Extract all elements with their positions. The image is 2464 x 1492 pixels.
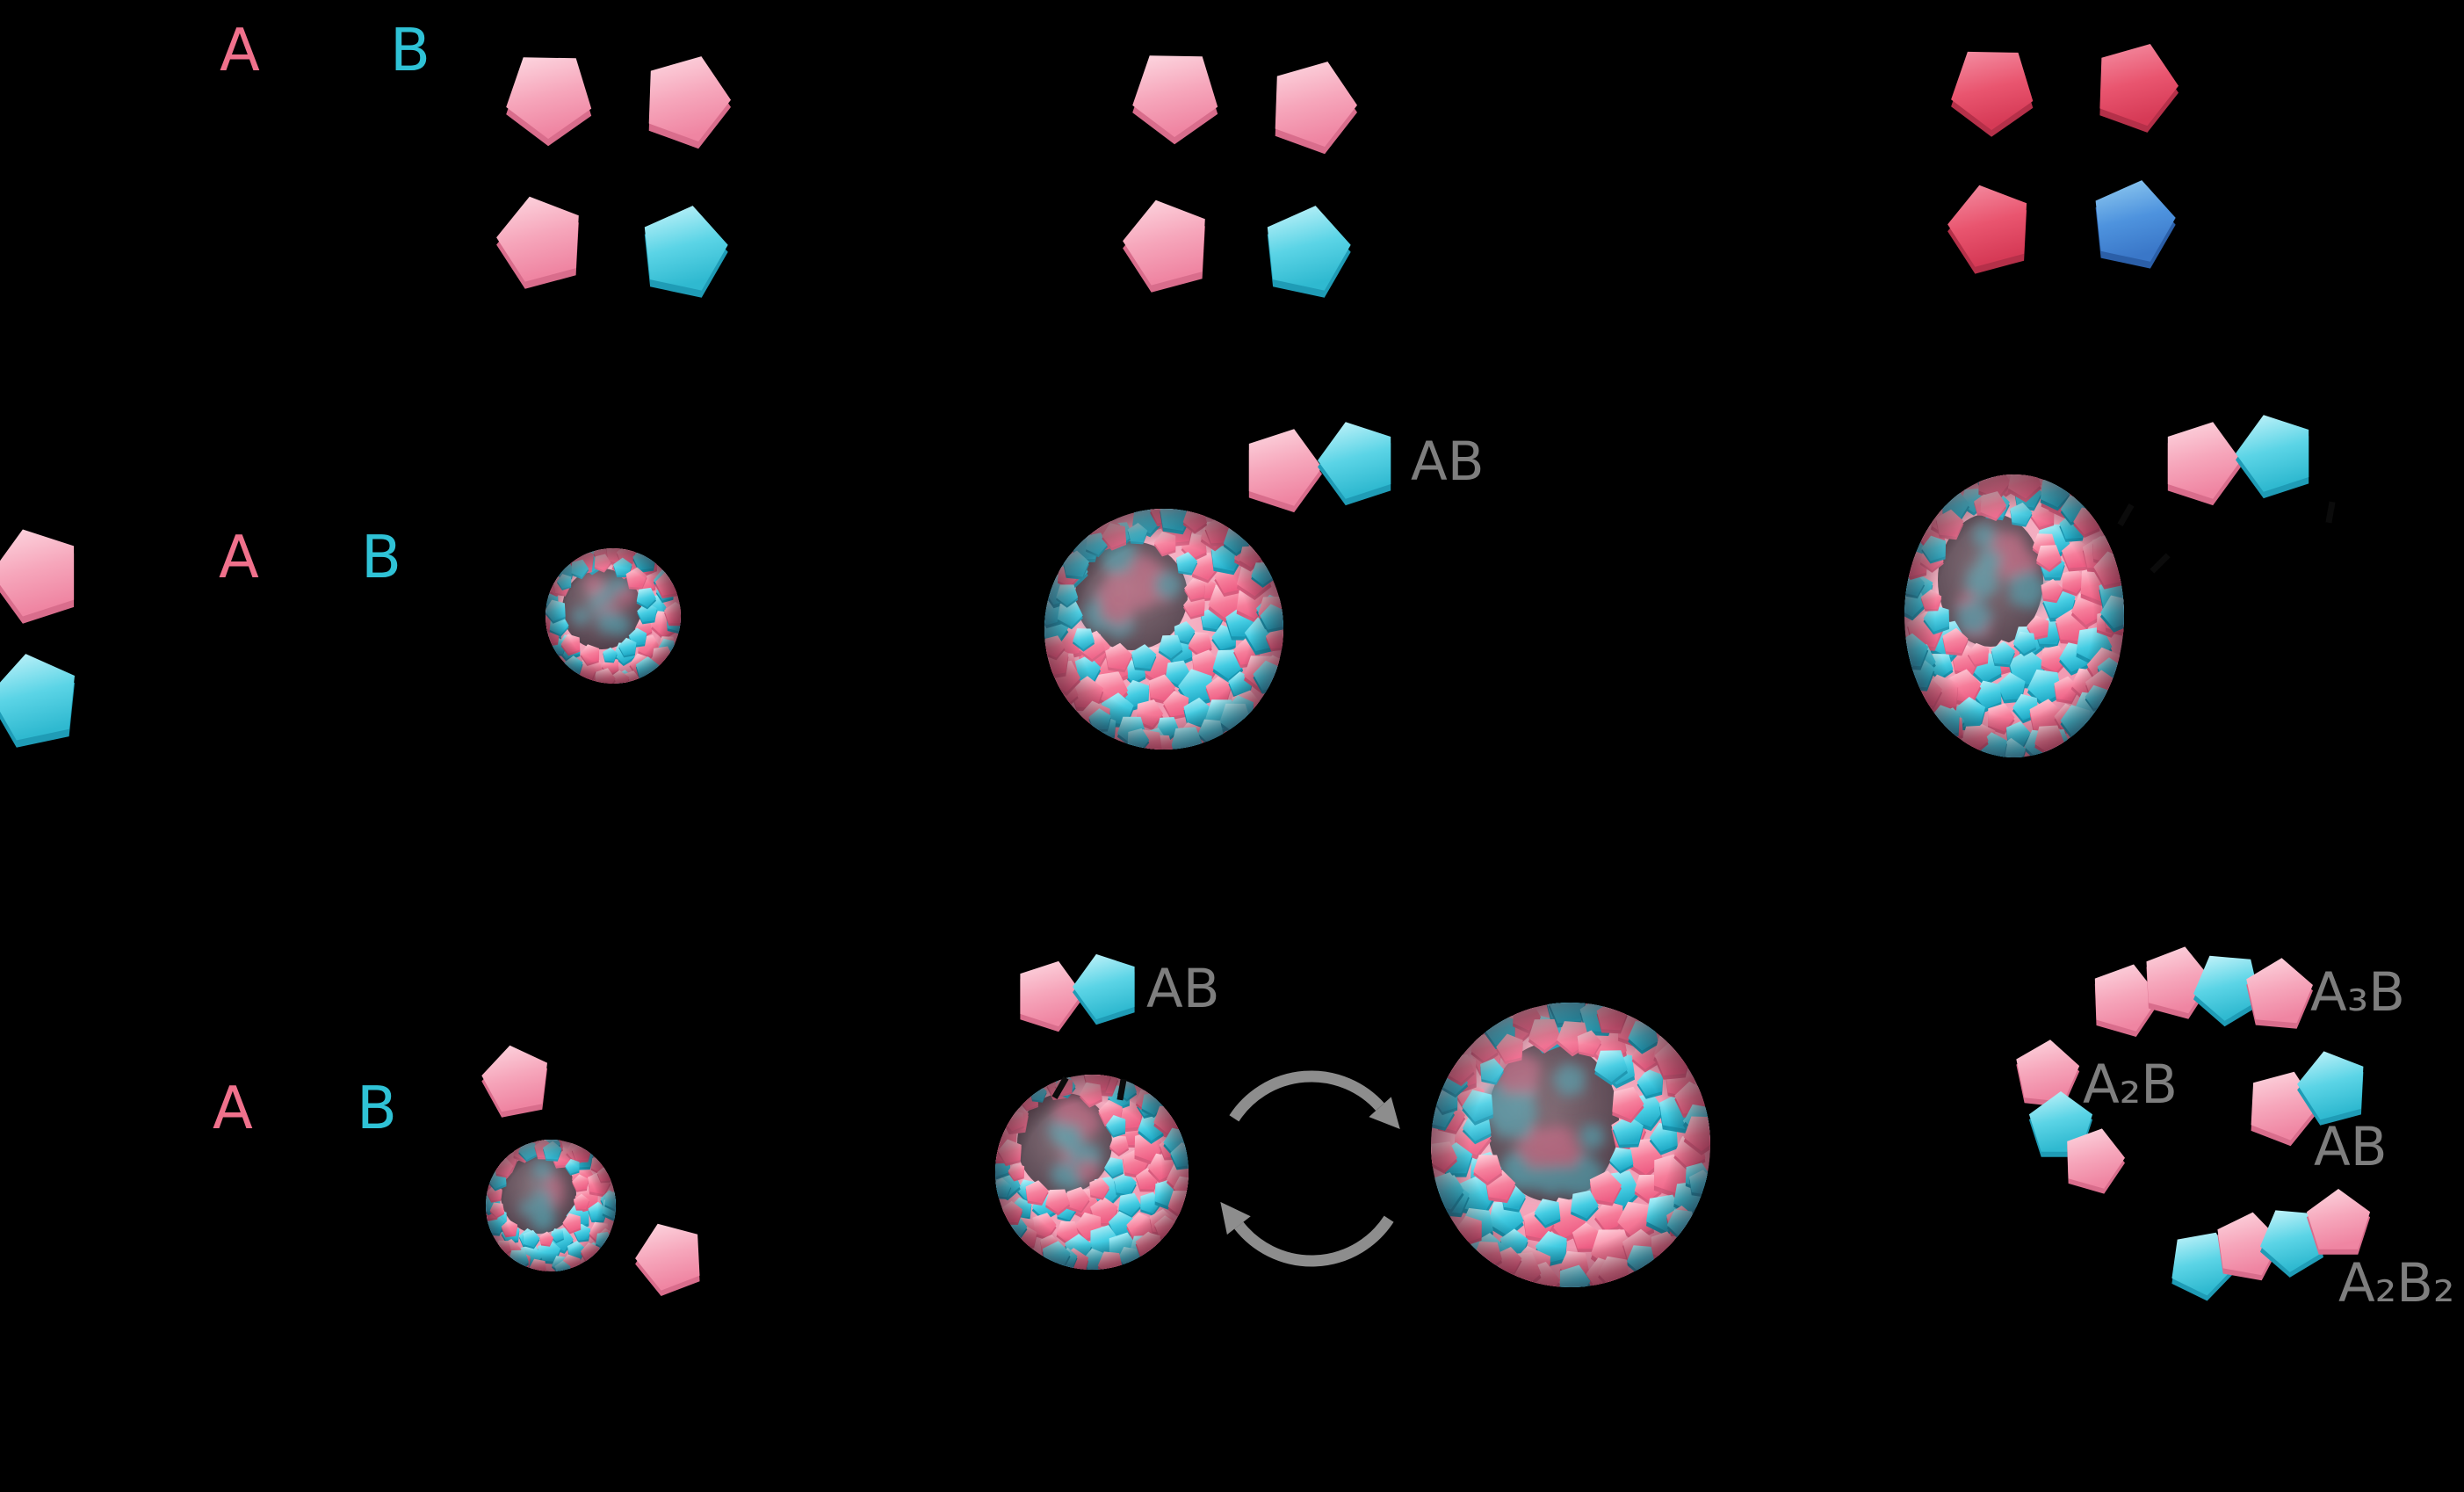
attachment-dashes-row3: [1051, 1076, 1127, 1101]
pentagon-a-icon: [635, 1223, 700, 1296]
shell-row2-medium: [1044, 509, 1283, 750]
shell-row2-large: [1904, 474, 2124, 757]
label-ab-row3: AB: [1146, 958, 1220, 1020]
monomer-pentagons-row3-left: [481, 1045, 700, 1296]
pentagon-a-icon: [506, 57, 592, 147]
monomer-group-row1-middle: [1123, 55, 1357, 298]
shell-row2-small: [546, 548, 681, 684]
pentagon-a-icon: [2099, 44, 2179, 133]
dimer-ab-row2: [1248, 422, 1391, 513]
pentagon-a-icon: [496, 196, 579, 289]
label-b-row3: B: [357, 1074, 397, 1142]
pentagon-a-icon: [1951, 51, 2034, 137]
label-ab-row2: AB: [1411, 431, 1485, 493]
equilibrium-arrows-icon: [1220, 1070, 1400, 1267]
oligomer-a3b: [2094, 946, 2313, 1037]
pentagon-b-icon: [1073, 953, 1135, 1025]
pentagon-a-icon: [2217, 1212, 2280, 1281]
pentagon-b-icon: [2297, 1051, 2364, 1126]
pentagon-a-icon: [2067, 1128, 2125, 1194]
pentagon-a-icon: [2306, 1189, 2371, 1255]
monomer-pair-row2-left: [0, 529, 75, 748]
label-a-row2: A: [219, 523, 259, 591]
label-ab-bottom-right: AB: [2314, 1116, 2388, 1178]
monomer-group-row1-left: [496, 56, 731, 298]
pentagon-a-icon: [1123, 199, 1205, 293]
shell-row3-center-small: [995, 1075, 1189, 1270]
oligomer-a2b2: [2171, 1189, 2371, 1301]
dimer-ab-row3: [1020, 953, 1135, 1032]
monomer-group-row1-right: [1947, 44, 2179, 274]
pentagon-a-icon: [481, 1045, 547, 1118]
pentagon-b-icon: [1267, 206, 1351, 298]
shell-row3-left-small: [486, 1140, 616, 1271]
pentagon-a-icon: [1020, 960, 1082, 1032]
label-a2b2: A₂B₂: [2338, 1252, 2455, 1315]
label-a3b: A₃B: [2310, 961, 2406, 1024]
pentagon-a-icon: [2246, 958, 2313, 1029]
label-b-row1: B: [390, 16, 430, 84]
oligomer-a2b: [2016, 1039, 2125, 1194]
pentagon-a-icon: [1947, 185, 2027, 274]
pentagon-a-icon: [1275, 62, 1357, 155]
pentagon-b-icon: [1318, 422, 1391, 506]
label-a-row3: A: [213, 1074, 253, 1142]
label-a2b: A₂B: [2083, 1054, 2179, 1116]
dimer-ab-row2-right: [2167, 415, 2309, 506]
pentagon-b-icon: [644, 206, 728, 298]
pentagon-a-icon: [1248, 429, 1322, 513]
label-a-row1: A: [220, 16, 260, 84]
label-b-row2: B: [361, 523, 401, 591]
pentagon-a-icon: [0, 529, 75, 624]
pentagon-a-icon: [648, 56, 731, 149]
shell-row3-center-large: [1431, 1003, 1710, 1287]
dimer-ab-bottom-right: [2251, 1051, 2364, 1147]
pentagon-a-icon: [2167, 422, 2241, 506]
pentagon-b-icon: [2171, 1232, 2235, 1301]
pentagon-a-icon: [1132, 55, 1218, 145]
pentagon-b-icon: [2236, 415, 2309, 499]
pentagon-b-icon: [0, 654, 75, 748]
pentagon-a-icon: [2094, 964, 2159, 1037]
pentagon-b-icon: [2260, 1210, 2323, 1278]
pentagon-b-icon: [2193, 955, 2260, 1027]
pentagon-a-icon: [2016, 1039, 2080, 1107]
attachment-dashes-row2: [2117, 501, 2336, 574]
pentagon-b-icon: [2095, 180, 2176, 269]
